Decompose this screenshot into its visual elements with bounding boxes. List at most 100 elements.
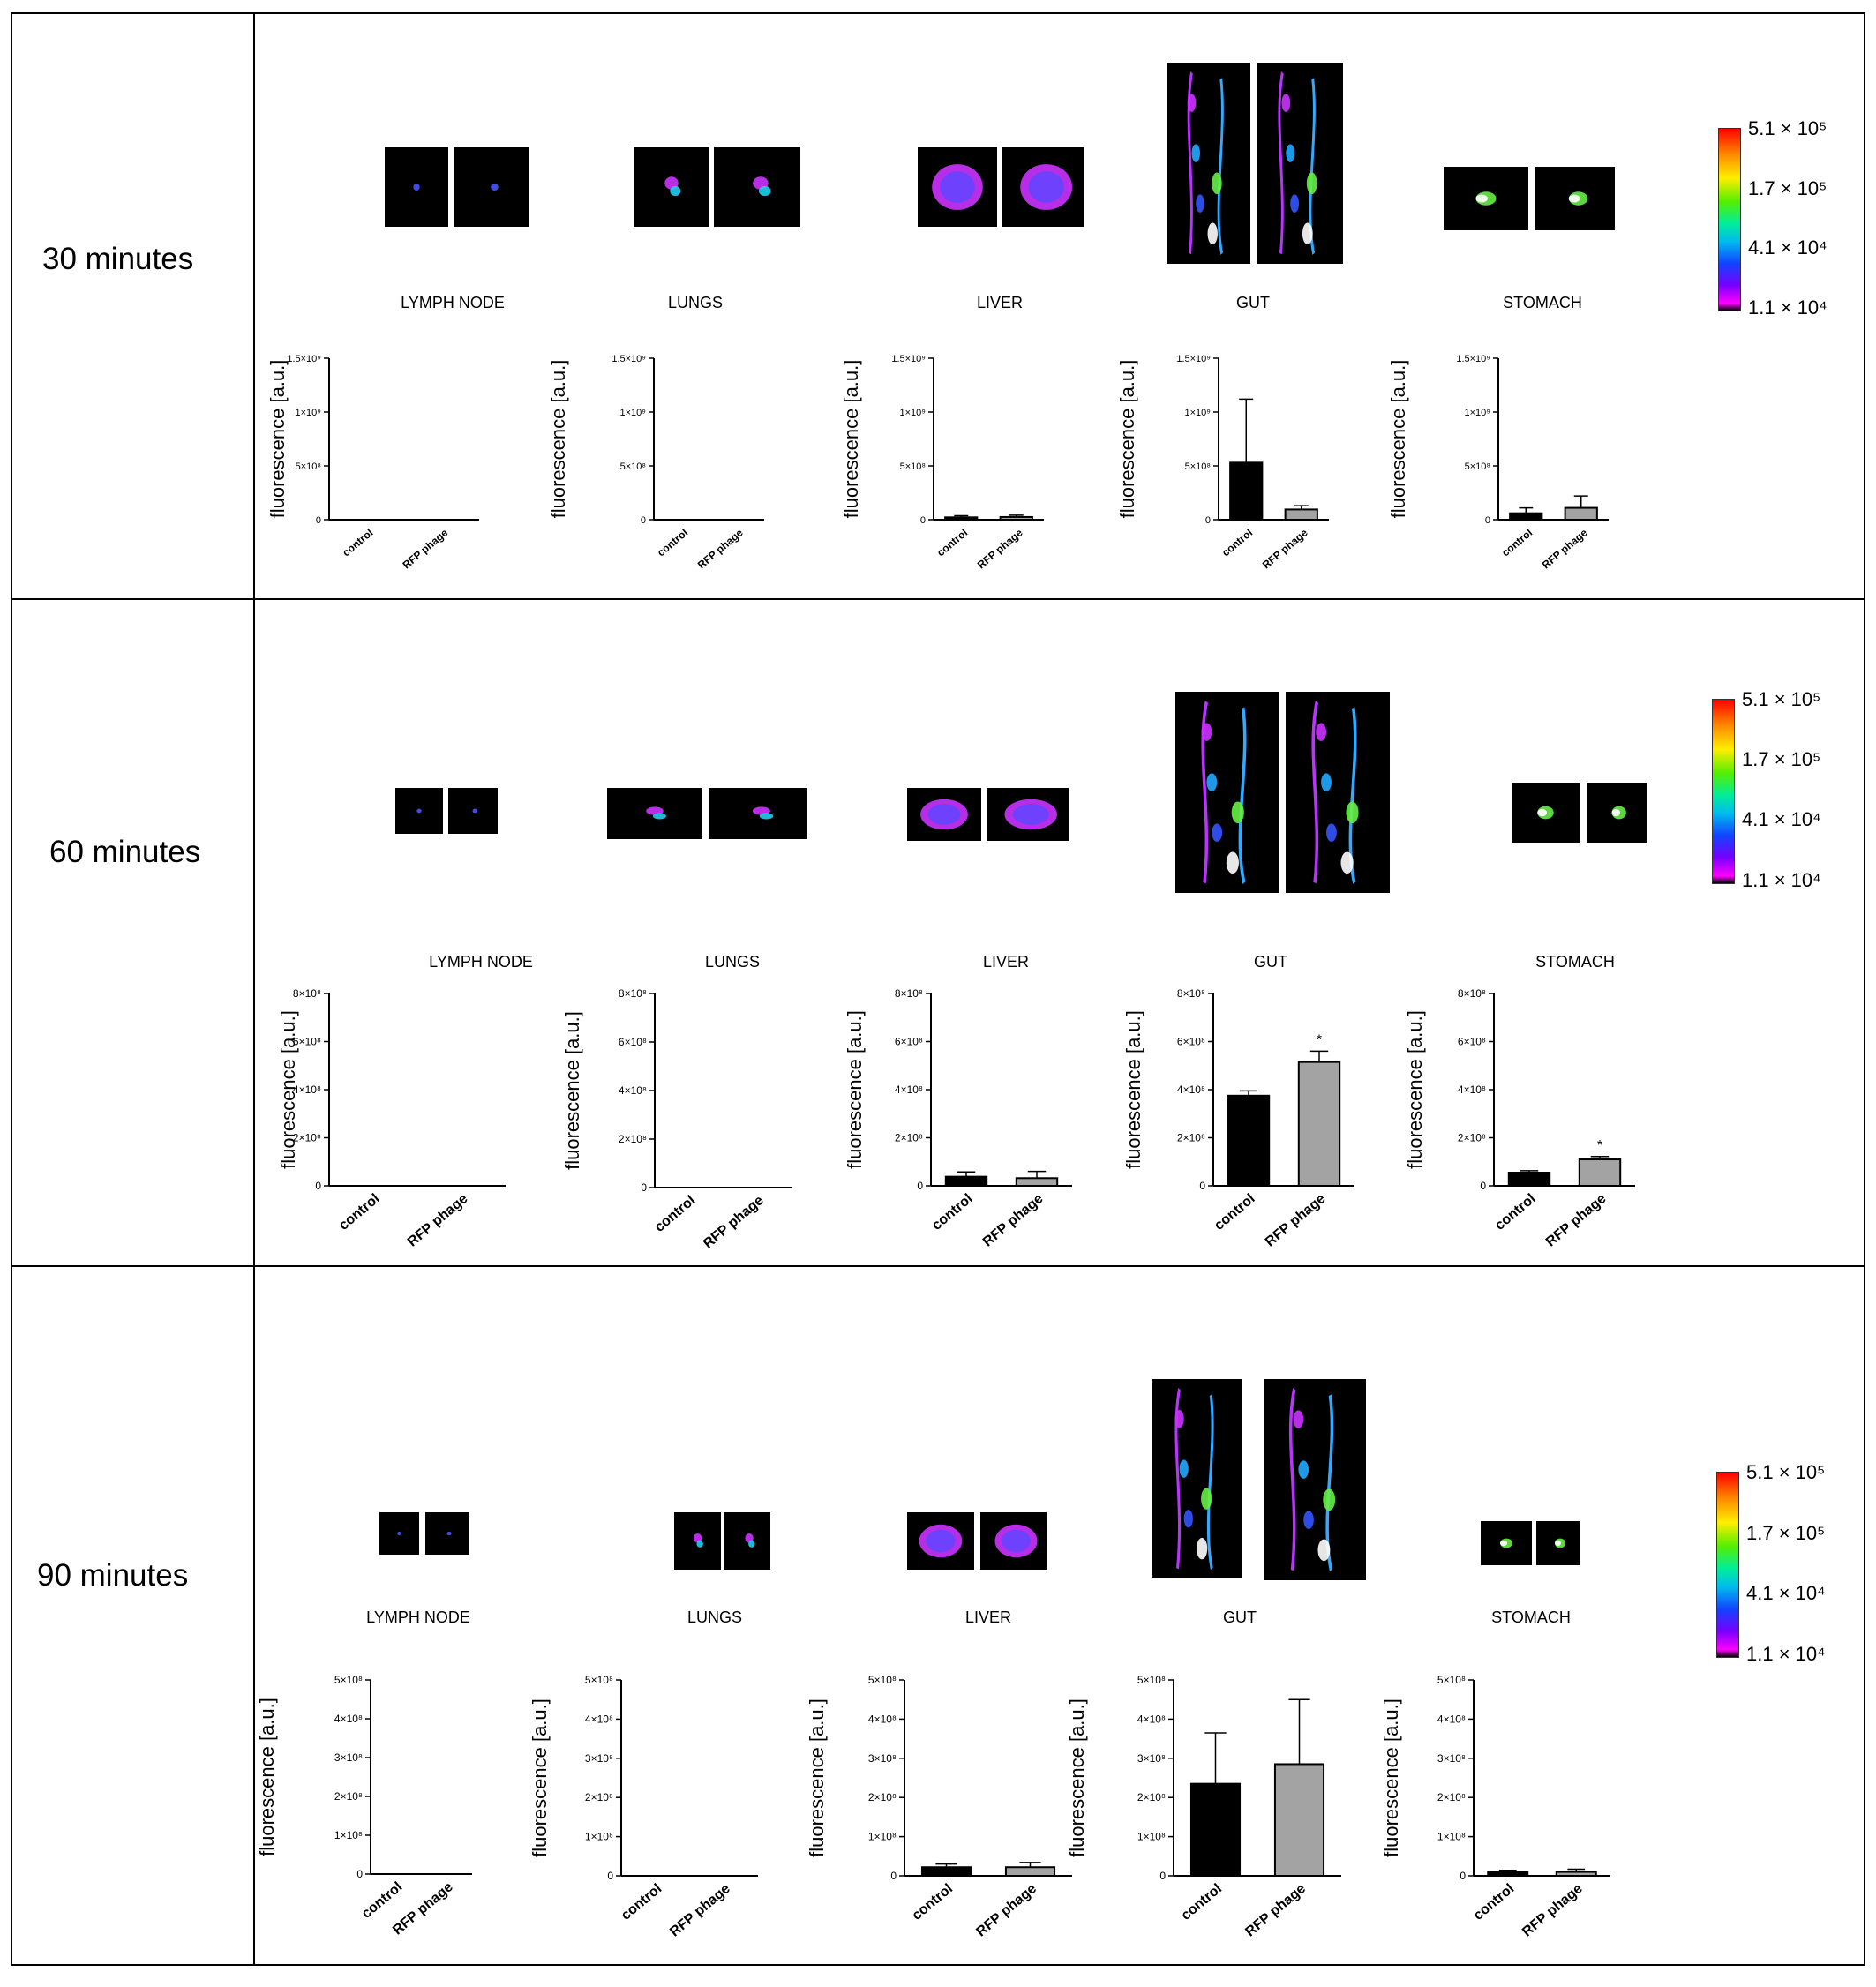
y-tick-label: 4×10⁸	[619, 1084, 647, 1097]
y-tick-label: 0	[641, 515, 646, 526]
y-tick-label: 1.5×10⁹	[612, 354, 646, 364]
organ-label: GUT	[1236, 294, 1270, 311]
y-tick-label: 8×10⁸	[1458, 987, 1486, 1000]
y-tick-label: 4×10⁸	[1137, 1713, 1166, 1725]
y-tick-label: 6×10⁸	[619, 1036, 647, 1048]
y-tick-label: 0	[917, 1180, 923, 1192]
y-tick-label: 0	[641, 1181, 647, 1194]
organ-fluorescence-image	[1175, 692, 1279, 893]
y-axis-label: fluorescence [a.u.]	[1066, 1698, 1088, 1857]
y-axis-label: fluorescence [a.u.]	[277, 1010, 299, 1169]
y-axis-label: fluorescence [a.u.]	[266, 360, 289, 519]
organ-fluorescence-image	[448, 788, 498, 834]
organ-label: STOMACH	[1503, 294, 1582, 311]
organ-label: GUT	[1223, 1608, 1257, 1626]
organ-label: LUNGS	[687, 1608, 743, 1626]
y-tick-label: 6×10⁸	[1458, 1036, 1486, 1048]
y-tick-label: 0	[607, 1870, 613, 1882]
y-tick-label: 2×10⁸	[1177, 1132, 1205, 1144]
y-axis-label: fluorescence [a.u.]	[547, 360, 569, 519]
organ-fluorescence-image	[634, 147, 709, 227]
y-tick-label: 0	[1480, 1180, 1486, 1192]
y-tick-label: 1×10⁹	[1465, 408, 1491, 418]
colorbar-tick-label: 1.1 × 10⁴	[1742, 868, 1821, 891]
y-tick-label: 4×10⁸	[1177, 1083, 1205, 1096]
y-tick-label: 1×10⁹	[620, 408, 647, 418]
bar	[1297, 1061, 1341, 1187]
figure-frame	[11, 12, 1865, 1966]
y-tick-label: 3×10⁸	[1137, 1752, 1166, 1765]
y-tick-label: 0	[316, 515, 321, 526]
bar	[1227, 1094, 1271, 1187]
organ-fluorescence-image	[1536, 1521, 1580, 1565]
y-axis-label: fluorescence [a.u.]	[256, 1698, 278, 1856]
organ-fluorescence-image	[1152, 1379, 1242, 1578]
organ-fluorescence-image	[980, 1512, 1047, 1570]
y-tick-label: 5×10⁸	[296, 461, 321, 472]
y-tick-label: 0	[1460, 1870, 1466, 1882]
y-tick-label: 3×10⁸	[1437, 1752, 1466, 1765]
significance-marker: *	[1317, 1032, 1322, 1047]
y-tick-label: 4×10⁸	[585, 1713, 613, 1725]
significance-marker: *	[1597, 1138, 1602, 1153]
y-axis-label: fluorescence [a.u.]	[561, 1011, 583, 1170]
organ-label: LUNGS	[667, 294, 724, 311]
organ-fluorescence-image	[1264, 1379, 1366, 1580]
organ-fluorescence-image	[607, 788, 702, 839]
y-tick-label: 2×10⁸	[868, 1791, 897, 1803]
y-tick-label: 3×10⁸	[868, 1752, 897, 1765]
organ-fluorescence-image	[1535, 167, 1615, 230]
y-axis-label: fluorescence [a.u.]	[1380, 1698, 1402, 1857]
y-tick-label: 5×10⁸	[1465, 461, 1490, 472]
bar	[1229, 461, 1264, 521]
colorbar-tick-label: 5.1 × 10⁵	[1746, 1461, 1826, 1483]
organ-label: LYMPH NODE	[401, 294, 505, 311]
bar	[1487, 1871, 1529, 1878]
organ-label: LIVER	[976, 294, 1024, 311]
bar	[1578, 1158, 1622, 1188]
organ-fluorescence-image	[709, 788, 807, 839]
organ-fluorescence-image	[907, 788, 981, 841]
y-tick-label: 2×10⁸	[1437, 1791, 1466, 1803]
organ-label: LYMPH NODE	[429, 953, 533, 971]
organ-label: LIVER	[964, 1608, 1012, 1626]
x-category-label: RFP phage	[1520, 1881, 1586, 1940]
organ-fluorescence-image	[714, 147, 800, 227]
y-tick-label: 1×10⁸	[868, 1831, 897, 1843]
y-tick-label: 4×10⁸	[1458, 1083, 1486, 1096]
colorbar-tick-label: 1.1 × 10⁴	[1746, 1642, 1826, 1665]
organ-label: LIVER	[982, 953, 1030, 971]
y-axis-label: fluorescence [a.u.]	[1404, 1010, 1426, 1169]
y-tick-label: 0	[1485, 515, 1490, 526]
colorbar-tick-label: 4.1 × 10⁴	[1748, 236, 1827, 259]
organ-fluorescence-image	[724, 1512, 770, 1570]
colorbar-tick-label: 5.1 × 10⁵	[1742, 688, 1821, 710]
y-tick-label: 0	[315, 1180, 321, 1192]
colorbar-tick-label: 4.1 × 10⁴	[1746, 1582, 1826, 1605]
y-tick-label: 6×10⁸	[895, 1036, 923, 1048]
organ-fluorescence-image	[1512, 783, 1580, 843]
y-tick-label: 4×10⁸	[1437, 1713, 1466, 1725]
organ-fluorescence-image	[1257, 63, 1343, 264]
y-axis-label: fluorescence [a.u.]	[806, 1698, 828, 1857]
y-tick-label: 4×10⁸	[334, 1713, 363, 1725]
row-time-label: 30 minutes	[42, 242, 194, 276]
y-tick-label: 5×10⁸	[585, 1674, 613, 1686]
bar	[1555, 1871, 1597, 1878]
organ-fluorescence-image	[385, 147, 448, 227]
y-tick-label: 1×10⁹	[1185, 408, 1212, 418]
organ-fluorescence-image	[907, 1512, 974, 1570]
colorbar-tick-label: 1.7 × 10⁵	[1746, 1521, 1826, 1544]
y-tick-label: 2×10⁸	[895, 1132, 923, 1144]
organ-fluorescence-image	[987, 788, 1069, 841]
y-tick-label: 6×10⁸	[1177, 1036, 1205, 1048]
